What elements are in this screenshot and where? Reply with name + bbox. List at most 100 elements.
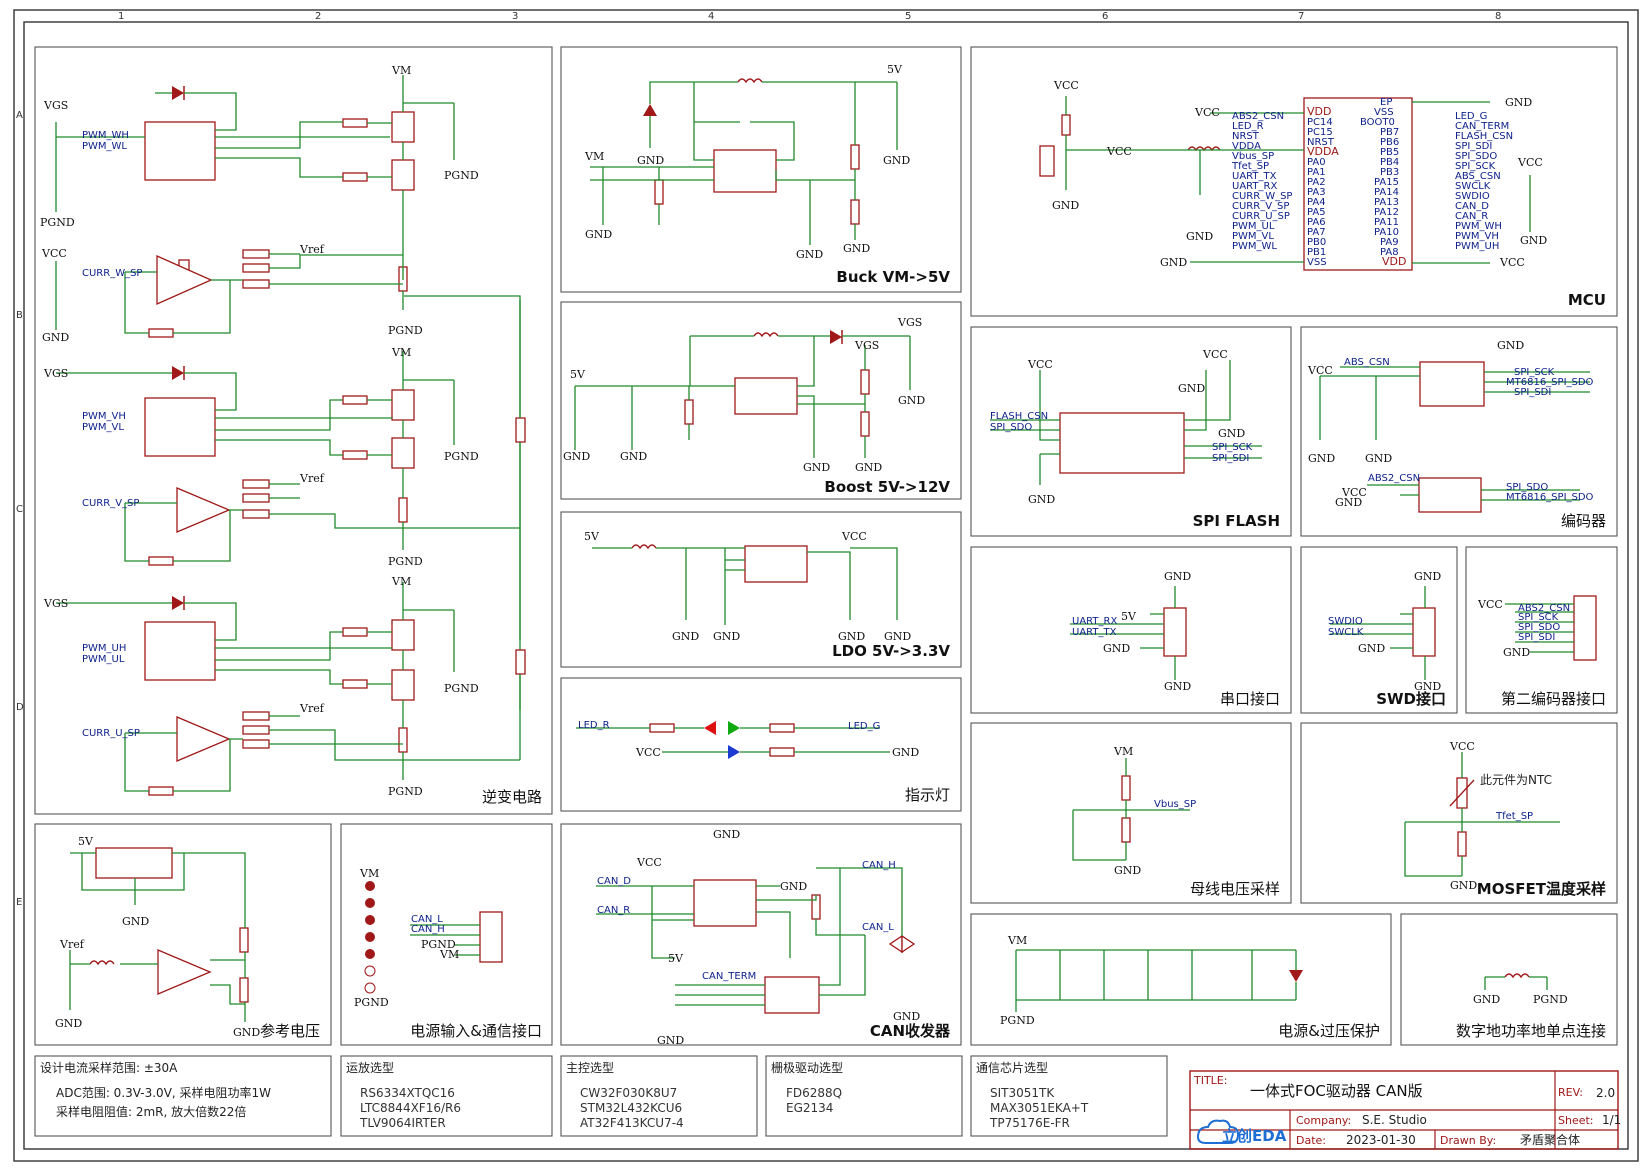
svg-text:SWDIO: SWDIO bbox=[1455, 191, 1490, 202]
note-opamp-box bbox=[340, 1055, 553, 1137]
svg-text:CURR_W_SP: CURR_W_SP bbox=[82, 268, 142, 279]
svg-text:GND: GND bbox=[1178, 382, 1205, 395]
svg-text:VM: VM bbox=[1007, 934, 1027, 947]
svg-text:PWM_VL: PWM_VL bbox=[82, 422, 124, 433]
svg-text:PC15: PC15 bbox=[1307, 127, 1333, 138]
svg-text:SPI_SCK: SPI_SCK bbox=[1514, 367, 1555, 378]
sheet-title: 一体式FOC驱动器 CAN版 bbox=[1250, 1082, 1423, 1100]
svg-text:PWM_VH: PWM_VH bbox=[82, 411, 126, 422]
svg-text:ABS_CSN: ABS_CSN bbox=[1344, 357, 1390, 368]
svg-text:GND: GND bbox=[233, 1026, 260, 1039]
svg-text:PGND: PGND bbox=[388, 785, 423, 798]
section-swd bbox=[1300, 546, 1458, 714]
svg-text:VM: VM bbox=[391, 346, 411, 359]
svg-text:GND: GND bbox=[780, 880, 807, 893]
svg-text:GND: GND bbox=[803, 461, 830, 474]
can-title: CAN收发器 bbox=[870, 1022, 951, 1040]
svg-text:CAN_TERM: CAN_TERM bbox=[702, 971, 756, 982]
svg-text:VCC: VCC bbox=[41, 247, 67, 260]
svg-text:MT6816_SPI_SDO: MT6816_SPI_SDO bbox=[1506, 377, 1594, 388]
svg-text:GND: GND bbox=[585, 228, 612, 241]
uart-circuit bbox=[1070, 586, 1187, 680]
svg-text:VM: VM bbox=[359, 867, 379, 880]
svg-text:GND: GND bbox=[796, 248, 823, 261]
boost-title: Boost 5V->12V bbox=[824, 478, 950, 496]
uart-title: 串口接口 bbox=[1220, 690, 1280, 708]
svg-text:GND: GND bbox=[1505, 96, 1532, 109]
svg-text:CAN_L: CAN_L bbox=[411, 914, 443, 925]
svg-text:ABS2_CSN: ABS2_CSN bbox=[1518, 603, 1570, 614]
svg-text:PB5: PB5 bbox=[1380, 147, 1399, 158]
svg-text:5V: 5V bbox=[78, 835, 94, 848]
encoder-title: 编码器 bbox=[1561, 512, 1606, 530]
svg-text:GND: GND bbox=[1520, 234, 1547, 247]
section-ldo bbox=[560, 511, 962, 668]
svg-text:VSS: VSS bbox=[1307, 257, 1327, 268]
svg-text:GND: GND bbox=[620, 450, 647, 463]
note-comm-box bbox=[970, 1055, 1168, 1137]
svg-text:PA9: PA9 bbox=[1380, 237, 1399, 248]
boost-circuit bbox=[574, 330, 911, 458]
svg-text:E: E bbox=[16, 897, 22, 908]
svg-text:PA11: PA11 bbox=[1374, 217, 1399, 228]
title-block: TITLE: 一体式FOC驱动器 CAN版 REV: 2.0 Company: … bbox=[1189, 1070, 1621, 1150]
svg-text:NRST: NRST bbox=[1232, 131, 1260, 142]
svg-text:PB4: PB4 bbox=[1380, 157, 1399, 168]
svg-text:CAN_D: CAN_D bbox=[597, 876, 631, 887]
svg-text:PGND: PGND bbox=[388, 324, 423, 337]
svg-text:GND: GND bbox=[1414, 680, 1441, 693]
svg-text:CAN_L: CAN_L bbox=[862, 922, 894, 933]
svg-text:PWM_VL: PWM_VL bbox=[1232, 231, 1274, 242]
svg-text:VCC: VCC bbox=[1517, 156, 1543, 169]
spi-flash-circuit bbox=[990, 360, 1262, 485]
comm-item: MAX3051EKA+T bbox=[990, 1101, 1089, 1115]
svg-text:PWM_WH: PWM_WH bbox=[1455, 221, 1502, 232]
svg-text:CAN_H: CAN_H bbox=[411, 924, 445, 935]
svg-text:PB6: PB6 bbox=[1380, 137, 1399, 148]
svg-text:PC14: PC14 bbox=[1307, 117, 1333, 128]
svg-text:GND: GND bbox=[1164, 680, 1191, 693]
svg-text:GND: GND bbox=[1335, 496, 1362, 509]
svg-text:VCC: VCC bbox=[1106, 145, 1132, 158]
svg-text:CAN_R: CAN_R bbox=[1455, 211, 1488, 222]
drawn-value: 矛盾聚合体 bbox=[1520, 1132, 1580, 1147]
encoder-circuit bbox=[1319, 361, 1590, 513]
svg-text:此元件为NTC: 此元件为NTC bbox=[1480, 773, 1552, 787]
title-label: TITLE: bbox=[1193, 1074, 1227, 1087]
svg-text:VM: VM bbox=[391, 64, 411, 77]
svg-text:PWM_UH: PWM_UH bbox=[82, 643, 126, 654]
reference-circuit bbox=[69, 847, 249, 1022]
ruler-top: 1 2 3 4 5 6 7 8 bbox=[118, 11, 1501, 22]
power-input-title: 电源输入&通信接口 bbox=[410, 1022, 542, 1040]
mosfet-temp-title: MOSFET温度采样 bbox=[1477, 880, 1606, 898]
svg-text:PGND: PGND bbox=[354, 996, 389, 1009]
svg-text:3: 3 bbox=[512, 11, 518, 22]
svg-text:PGND: PGND bbox=[40, 216, 75, 229]
current-line1: ADC范围: 0.3V-3.0V, 采样电阻功率1W bbox=[56, 1085, 271, 1100]
svg-text:VGS: VGS bbox=[43, 597, 68, 610]
gate-item: FD6288Q bbox=[786, 1086, 842, 1100]
svg-text:GND: GND bbox=[893, 1010, 920, 1023]
second-encoder-title: 第二编码器接口 bbox=[1501, 690, 1606, 708]
svg-text:UART_RX: UART_RX bbox=[1232, 181, 1277, 192]
inner-frame bbox=[23, 21, 1629, 1150]
svg-text:GND: GND bbox=[1028, 493, 1055, 506]
current-line2: 采样电阻阻值: 2mR, 放大倍数22倍 bbox=[56, 1104, 246, 1119]
svg-text:PA0: PA0 bbox=[1307, 157, 1326, 168]
svg-text:GND: GND bbox=[1450, 879, 1477, 892]
svg-text:PWM_VH: PWM_VH bbox=[1455, 231, 1499, 242]
mcu-sel-item: STM32L432KCU6 bbox=[580, 1101, 682, 1115]
date-label: Date: bbox=[1296, 1134, 1326, 1147]
svg-text:GND: GND bbox=[855, 461, 882, 474]
svg-text:SPI_SDI: SPI_SDI bbox=[1514, 387, 1551, 398]
ldo-title: LDO 5V->3.3V bbox=[832, 642, 950, 660]
svg-text:CURR_V_SP: CURR_V_SP bbox=[1232, 201, 1289, 212]
date-value: 2023-01-30 bbox=[1346, 1133, 1416, 1147]
svg-text:PGND: PGND bbox=[421, 938, 456, 951]
svg-text:ABS2_CSN: ABS2_CSN bbox=[1368, 473, 1420, 484]
buck-circuit bbox=[590, 78, 898, 245]
section-ground-point bbox=[1400, 913, 1618, 1046]
section-can bbox=[560, 823, 962, 1046]
current-heading: 设计电流采样范围: ±30A bbox=[40, 1060, 178, 1075]
indicator-title: 指示灯 bbox=[905, 786, 950, 804]
